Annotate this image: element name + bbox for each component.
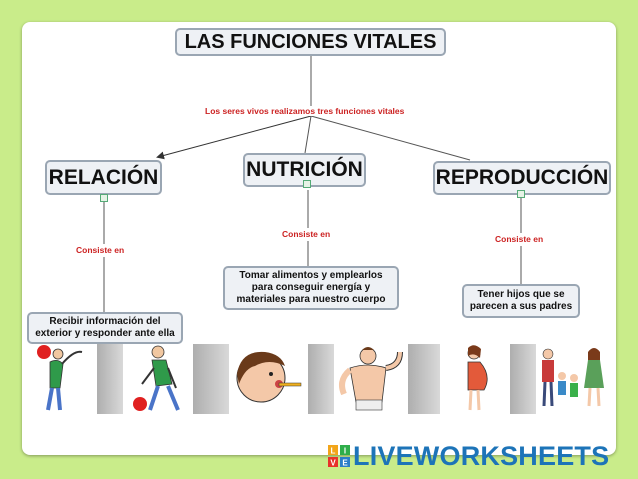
person-catching-ball-icon: [126, 344, 188, 414]
nutricion-link-label: Consiste en: [282, 229, 330, 239]
gray-divider: [510, 344, 536, 414]
relacion-link-label: Consiste en: [76, 245, 124, 255]
liveworksheets-logo: L I V E LIVEWORKSHEETS: [328, 441, 609, 471]
gray-divider: [308, 344, 334, 414]
nutricion-description: Tomar alimentos y emplearlos para conseg…: [223, 266, 399, 310]
svg-text:V: V: [330, 459, 336, 468]
intro-link-label: Los seres vivos realizamos tres funcione…: [205, 106, 404, 116]
note-icon: [100, 194, 108, 202]
relacion-description: Recibir información del exterior y respo…: [27, 312, 183, 344]
note-icon: [303, 180, 311, 188]
logo-mark-icon: L I V E: [328, 445, 350, 467]
strong-man-icon: [334, 344, 406, 414]
title-node: LAS FUNCIONES VITALES: [175, 28, 446, 56]
relacion-node: RELACIÓN: [45, 160, 162, 195]
logo-text: LIVEWORKSHEETS: [353, 441, 609, 472]
gray-divider: [408, 344, 440, 414]
family-icon: [538, 344, 608, 414]
svg-text:E: E: [342, 459, 348, 468]
reproduccion-description: Tener hijos que se parecen a sus padres: [462, 284, 580, 318]
reproduccion-link-label: Consiste en: [495, 234, 543, 244]
svg-text:L: L: [331, 447, 336, 456]
child-eating-icon: [229, 344, 305, 414]
gray-divider: [97, 344, 123, 414]
gray-divider: [193, 344, 229, 414]
person-throwing-ball-icon: [30, 344, 92, 414]
svg-text:I: I: [344, 447, 346, 456]
note-icon: [517, 190, 525, 198]
pregnant-woman-icon: [444, 344, 506, 414]
